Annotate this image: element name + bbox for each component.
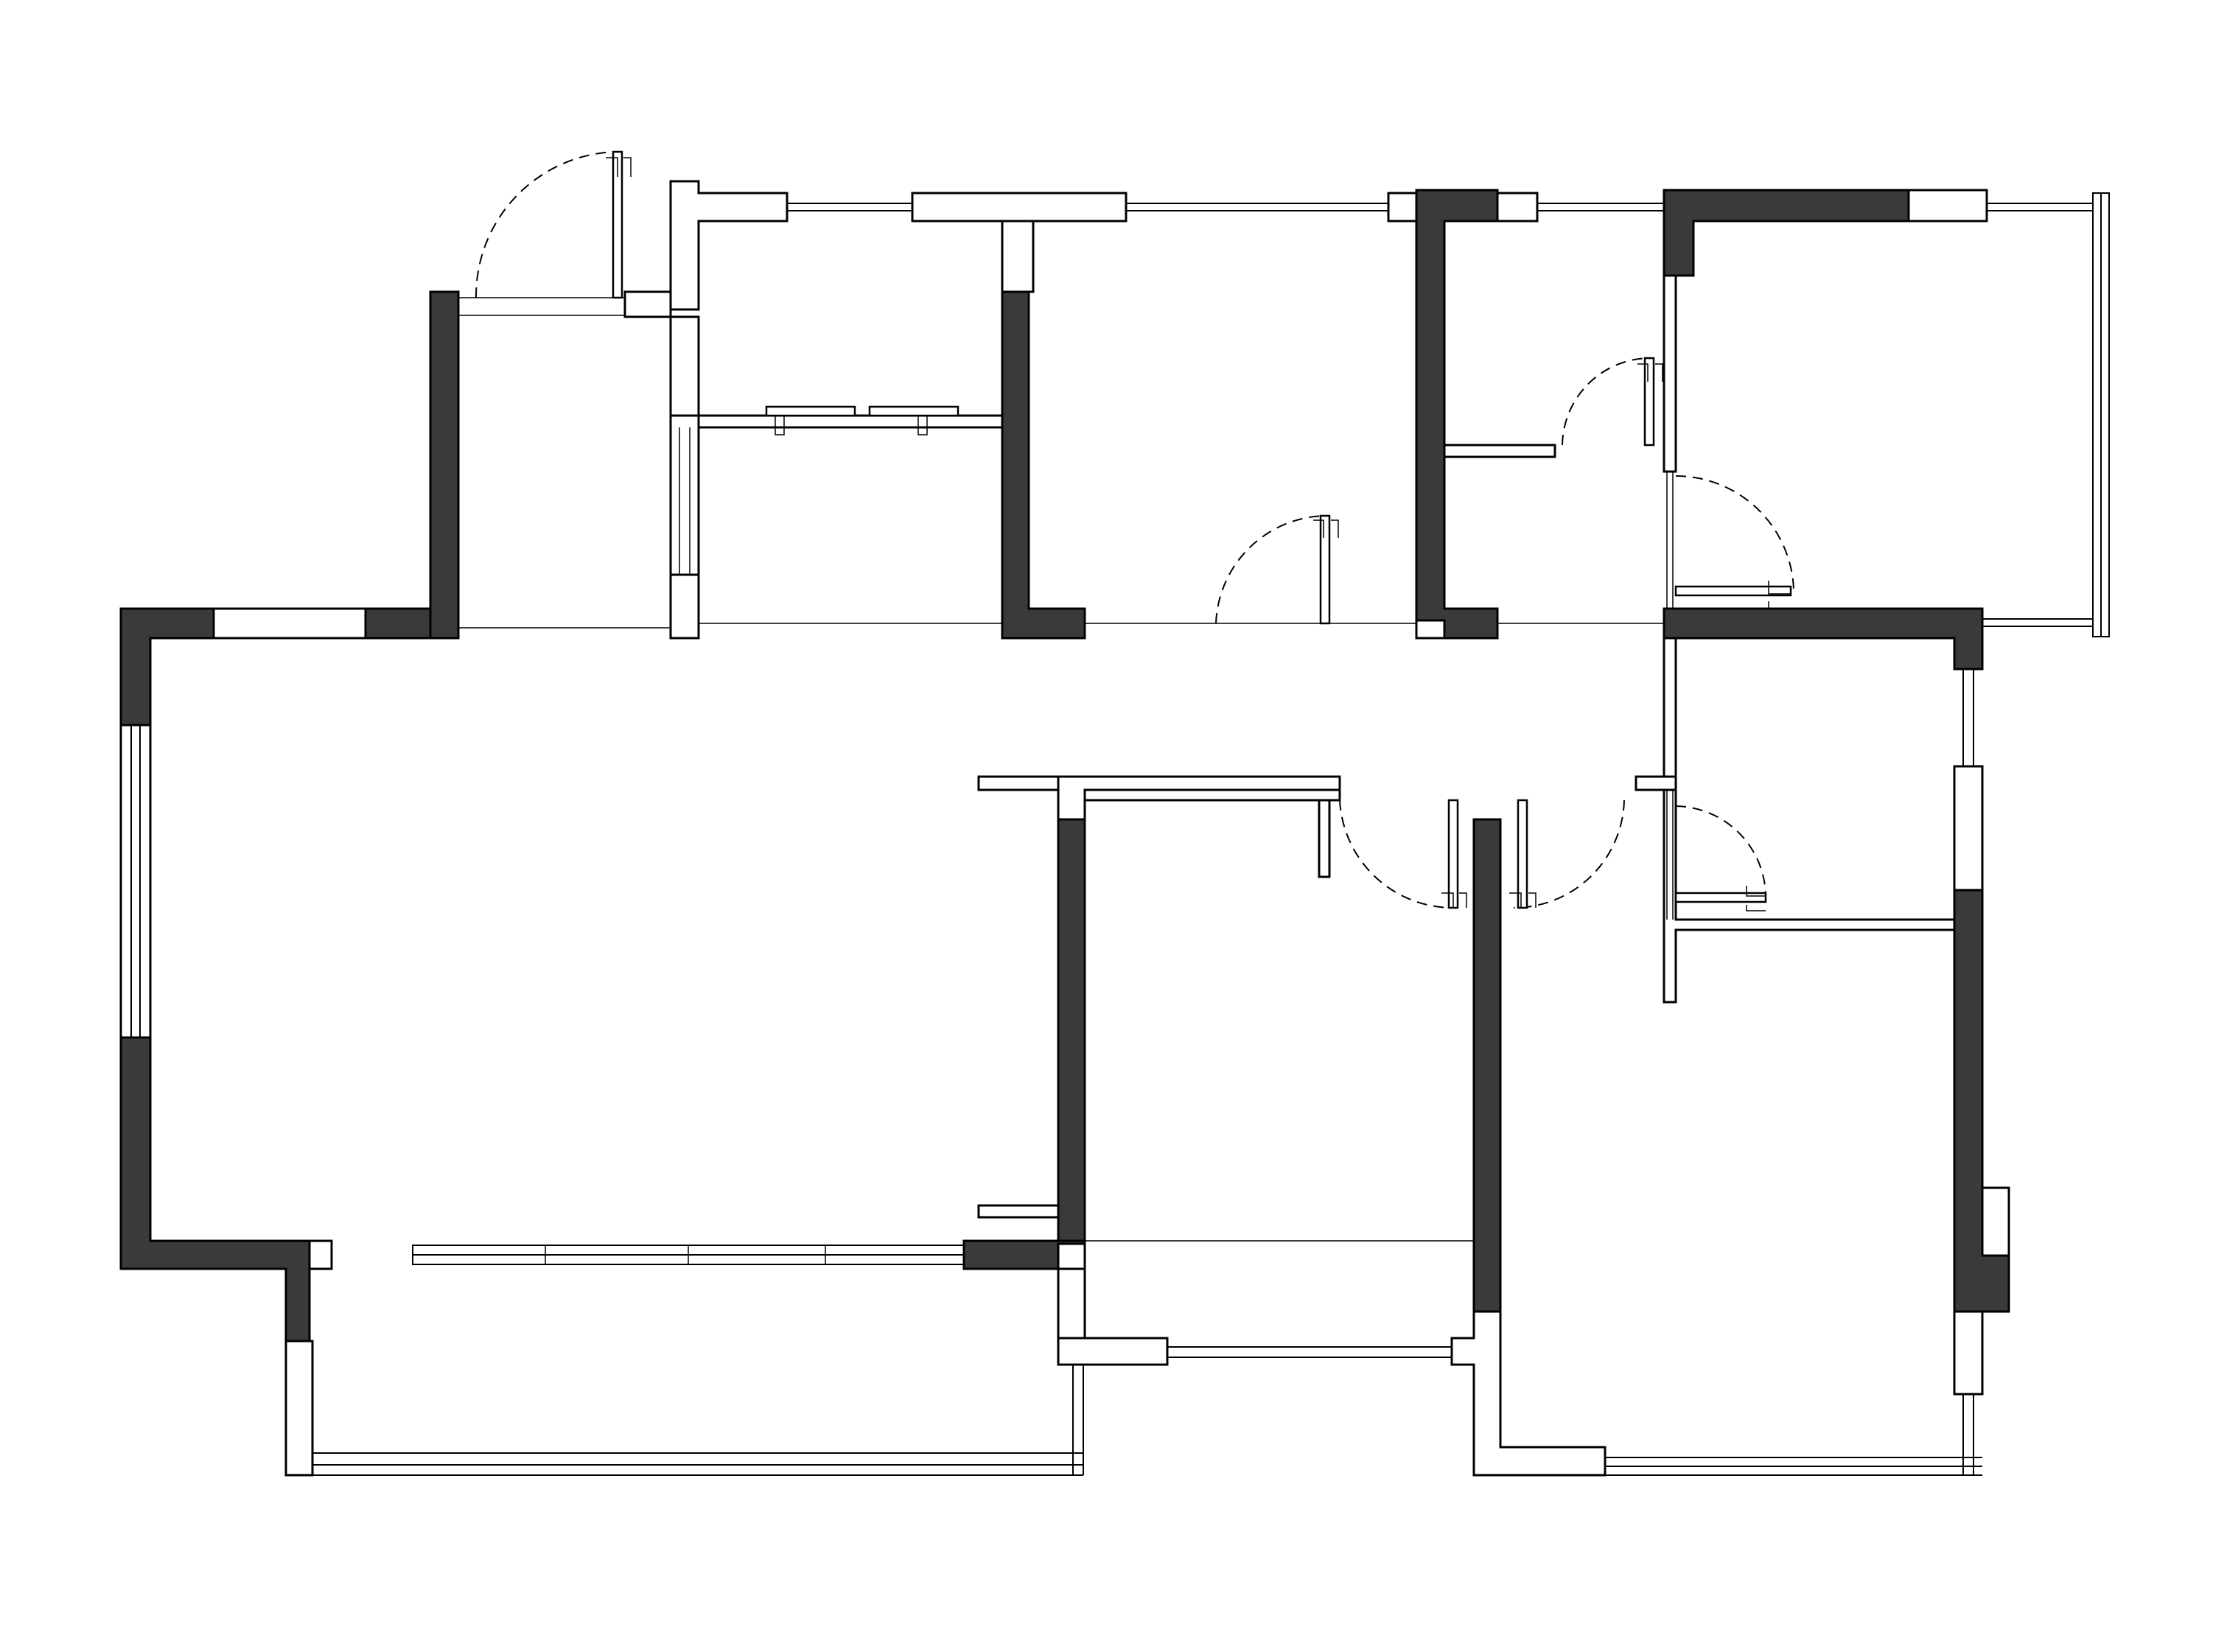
master-bath-door (1674, 475, 1794, 609)
windows (130, 192, 2110, 1476)
bath-east-wall (1663, 274, 1677, 473)
balcony-west-wall (284, 1340, 314, 1477)
doors (475, 150, 1794, 911)
entry-room-west-wall (429, 290, 460, 640)
middle-bedroom-north-wall (1083, 788, 1341, 802)
window-living-west (130, 725, 141, 1037)
toilet-door (1562, 357, 1663, 447)
window-east-lower (1962, 1394, 1974, 1475)
structural-walls (119, 189, 2010, 1343)
tv-wall-bottom (977, 1204, 1060, 1219)
north-wall-segment-5 (1907, 189, 1988, 223)
east-corridor-wall (1663, 637, 1956, 1004)
window-living-south-sliding (412, 1245, 965, 1265)
north-wall-segment-1 (669, 180, 789, 311)
living-north-window-frame (212, 607, 367, 640)
kitchen-door (1215, 514, 1339, 625)
window-master-south (1982, 618, 2093, 627)
east-bay-box (1981, 1186, 2010, 1257)
middle-bedroom-west-wall (1057, 818, 1086, 1245)
kitchen-wall-t (1001, 220, 1035, 293)
east-wall-lower-segment (1953, 1310, 1984, 1396)
window-north-1 (787, 203, 912, 211)
middle-bedroom-east-wall (1472, 818, 1502, 1313)
window-east-upper (1962, 669, 1974, 766)
window-balcony-south (312, 1452, 1083, 1476)
east-bedroom-door (1509, 799, 1625, 909)
window-east-master (2092, 192, 2110, 637)
bath-divider-wall (1443, 444, 1556, 458)
window-east-bedroom-south (1605, 1457, 1982, 1476)
tv-wall-top (977, 775, 1060, 791)
living-south-wall-left (308, 1239, 333, 1270)
partition-walls (119, 180, 2010, 1477)
living-west-window-frame (119, 724, 152, 1039)
corridor-post-left (669, 573, 700, 640)
window-middle-bedroom-south (1167, 1346, 1452, 1358)
north-wall-segment-4 (1496, 192, 1539, 223)
window-north-4 (1987, 203, 2093, 211)
entry-door-track (458, 297, 626, 316)
opening-lines (458, 297, 1674, 1242)
north-wall-segment-2 (911, 192, 1128, 223)
living-south-wall-right (1057, 1267, 1086, 1340)
window-balcony-east (1072, 1365, 1084, 1475)
wardrobe-stub (1318, 799, 1331, 878)
bath-west-post (1415, 619, 1446, 640)
entry-door (475, 150, 632, 299)
north-wall-segment-3 (1387, 192, 1418, 223)
east-wall-upper-segment (1953, 765, 1984, 892)
window-north-2 (1126, 203, 1388, 211)
middle-bedroom-door (1339, 799, 1467, 909)
kitchen-divider-wall (697, 414, 1004, 429)
east-closet-door (1674, 805, 1767, 911)
middle-bedroom-south-east (1450, 1310, 1607, 1477)
window-north-3 (1537, 203, 1664, 211)
kitchen-sliding-door (765, 405, 959, 435)
east-bed-return (1635, 775, 1677, 791)
